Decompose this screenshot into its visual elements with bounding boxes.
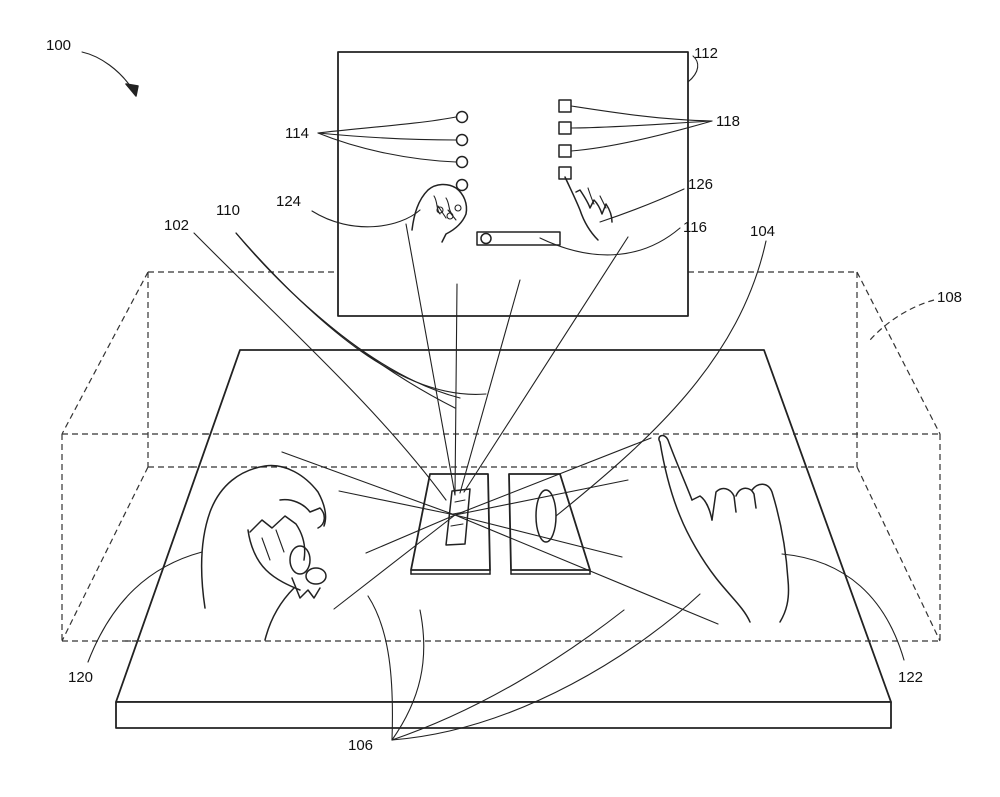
system-arrow-100 xyxy=(81,51,139,97)
slider-bar-116 xyxy=(476,231,561,246)
label-118: 118 xyxy=(716,113,740,130)
table-surface xyxy=(115,349,892,729)
interaction-volume-108-front xyxy=(125,433,875,642)
label-126: 126 xyxy=(688,176,713,193)
label-122: 122 xyxy=(898,669,923,686)
square-icons-118 xyxy=(558,99,572,180)
lines-110 xyxy=(405,223,629,496)
right-hand-122 xyxy=(658,434,790,623)
display-112 xyxy=(337,51,689,317)
reference-labels: 100 112 114 118 124 126 110 102 116 104 … xyxy=(46,37,962,754)
leader-lines xyxy=(87,55,935,741)
label-104: 104 xyxy=(750,223,775,240)
label-120: 120 xyxy=(68,669,93,686)
beams-106 xyxy=(281,437,719,625)
label-114: 114 xyxy=(285,125,309,142)
label-108: 108 xyxy=(937,289,962,306)
label-112: 112 xyxy=(694,45,718,62)
hand-image-126 xyxy=(564,176,613,241)
hand-image-124 xyxy=(411,183,468,243)
label-124: 124 xyxy=(276,193,301,210)
label-106: 106 xyxy=(348,737,373,754)
label-102: 102 xyxy=(164,217,189,234)
label-116: 116 xyxy=(683,219,707,236)
label-100: 100 xyxy=(46,37,71,54)
label-110: 110 xyxy=(216,202,240,219)
left-hand-120 xyxy=(200,464,327,641)
sensor-102 xyxy=(410,473,491,575)
